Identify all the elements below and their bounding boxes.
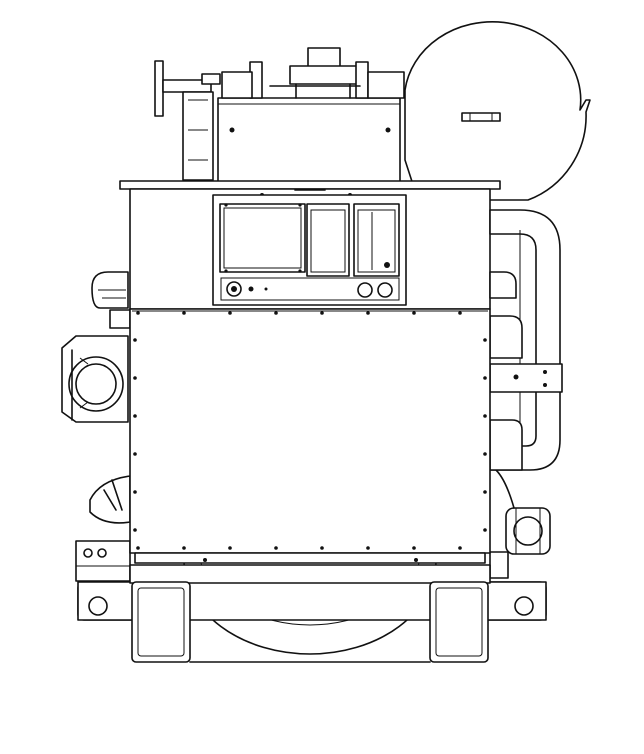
fastener-dot bbox=[366, 546, 370, 550]
left-junction-box bbox=[75, 540, 131, 582]
fastener-dot bbox=[133, 414, 137, 418]
exhaust-flange-stub bbox=[154, 60, 214, 181]
fastener-dot bbox=[483, 376, 487, 380]
right-filter-canister bbox=[489, 469, 551, 579]
panel-fasteners bbox=[133, 311, 487, 550]
fastener-dot bbox=[483, 452, 487, 456]
fastener-dot bbox=[133, 528, 137, 532]
fastener-dot bbox=[274, 311, 278, 315]
fastener-dot bbox=[483, 490, 487, 494]
fastener-dot bbox=[458, 546, 462, 550]
fastener-dot bbox=[133, 338, 137, 342]
fastener-dot bbox=[366, 311, 370, 315]
upper-control-housing bbox=[201, 47, 405, 183]
fastener-dot bbox=[136, 311, 140, 315]
right-bracket bbox=[489, 363, 563, 393]
main-enclosure-panel bbox=[129, 308, 491, 554]
fastener-dot bbox=[412, 546, 416, 550]
fastener-dot bbox=[228, 311, 232, 315]
fastener-dot bbox=[483, 528, 487, 532]
fastener-dot bbox=[320, 546, 324, 550]
fastener-dot bbox=[320, 311, 324, 315]
fastener-dot bbox=[136, 546, 140, 550]
fastener-dot bbox=[133, 376, 137, 380]
left-turbo-assembly bbox=[61, 271, 131, 524]
fastener-dot bbox=[483, 338, 487, 342]
top-deck-plate bbox=[119, 180, 501, 190]
base-frame bbox=[77, 564, 547, 663]
fastener-dot bbox=[133, 452, 137, 456]
fastener-dot bbox=[458, 311, 462, 315]
control-panel bbox=[212, 194, 407, 306]
fastener-dot bbox=[182, 546, 186, 550]
right-hoses bbox=[489, 271, 523, 471]
fastener-dot bbox=[182, 311, 186, 315]
fastener-dot bbox=[133, 490, 137, 494]
air-cleaner-drum bbox=[404, 21, 591, 201]
fastener-dot bbox=[274, 546, 278, 550]
fastener-dot bbox=[412, 311, 416, 315]
fastener-dot bbox=[483, 414, 487, 418]
fastener-dot bbox=[228, 546, 232, 550]
